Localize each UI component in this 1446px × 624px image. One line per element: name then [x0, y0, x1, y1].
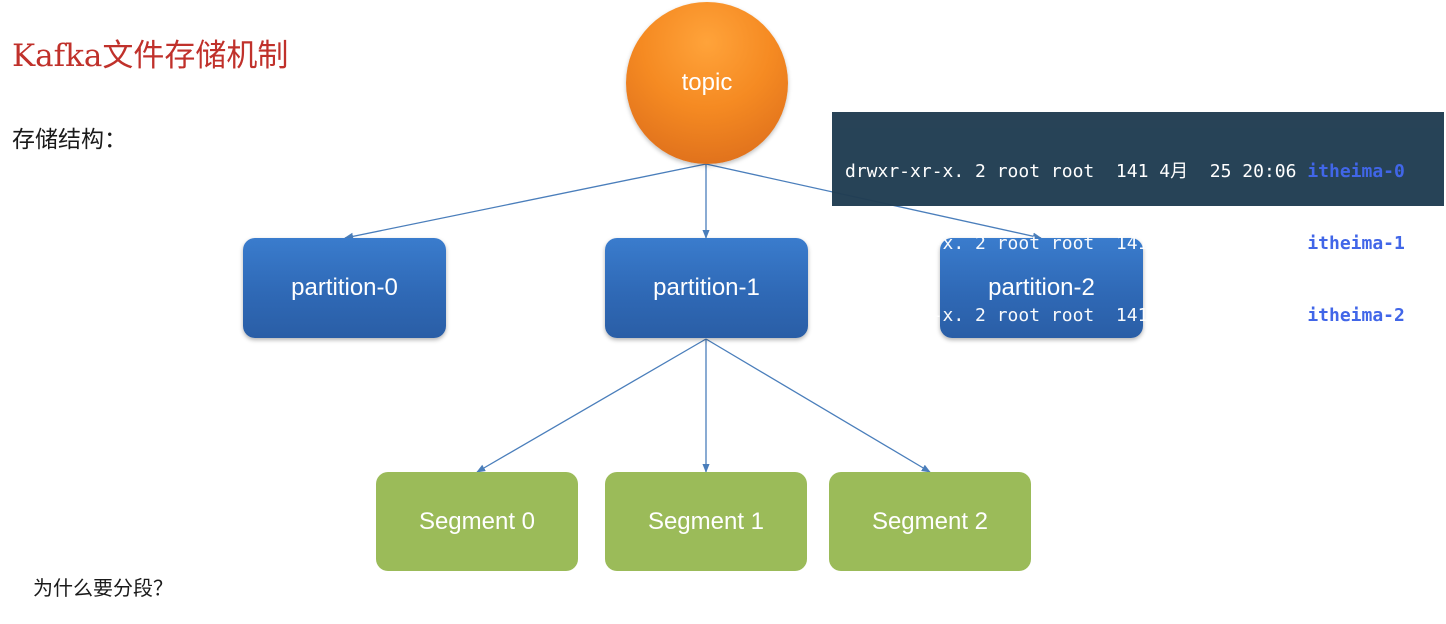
topic-node: topic	[626, 2, 788, 164]
segment-1-label: Segment 1	[647, 507, 765, 535]
segment-1-node: Segment 1	[605, 472, 807, 571]
terminal-line: drwxr-xr-x. 2 root root 141 4月 25 20:06 …	[845, 229, 1444, 259]
terminal-line: drwxr-xr-x. 2 root root 141 4月 25 20:06 …	[845, 157, 1444, 187]
partition-2-label: partition-2	[988, 274, 1095, 301]
terminal-listing: drwxr-xr-x. 2 root root 141 4月 25 20:06 …	[832, 112, 1444, 326]
terminal-dir-name: itheima-0	[1307, 161, 1405, 182]
edge-topic-partition-0	[344, 163, 707, 240]
segment-0-label: Segment 0	[418, 507, 536, 535]
storage-structure-label: 存储结构：	[12, 127, 127, 153]
topic-label: topic	[681, 69, 733, 96]
partition-1-label: partition-1	[653, 274, 760, 301]
terminal-line-meta: drwxr-xr-x. 2 root root 141 4月 25 20:06	[845, 305, 1308, 326]
edge-partition-1-segment-0	[476, 338, 707, 473]
segment-2-node: Segment 2	[829, 472, 1031, 571]
terminal-dir-name: itheima-2	[1307, 305, 1405, 326]
partition-1-node: partition-1	[605, 238, 808, 338]
terminal-line: drwxr-xr-x. 2 root root 141 4月 25 20:06 …	[845, 301, 1444, 331]
terminal-line-meta: drwxr-xr-x. 2 root root 141 4月 25 20:06	[845, 161, 1308, 182]
partition-0-label: partition-0	[291, 274, 398, 301]
terminal-dir-name: itheima-1	[1307, 233, 1405, 254]
partition-0-node: partition-0	[243, 238, 446, 338]
segment-2-label: Segment 2	[871, 507, 989, 535]
terminal-line-meta: drwxr-xr-x. 2 root root 141 4月 25 20:06	[845, 233, 1308, 254]
page-title: Kafka文件存储机制	[12, 38, 289, 74]
segment-0-node: Segment 0	[376, 472, 578, 571]
partition-2-node: partition-2	[940, 238, 1143, 338]
why-segment-question: 为什么要分段？	[33, 576, 173, 600]
edge-partition-1-segment-2	[705, 338, 931, 473]
